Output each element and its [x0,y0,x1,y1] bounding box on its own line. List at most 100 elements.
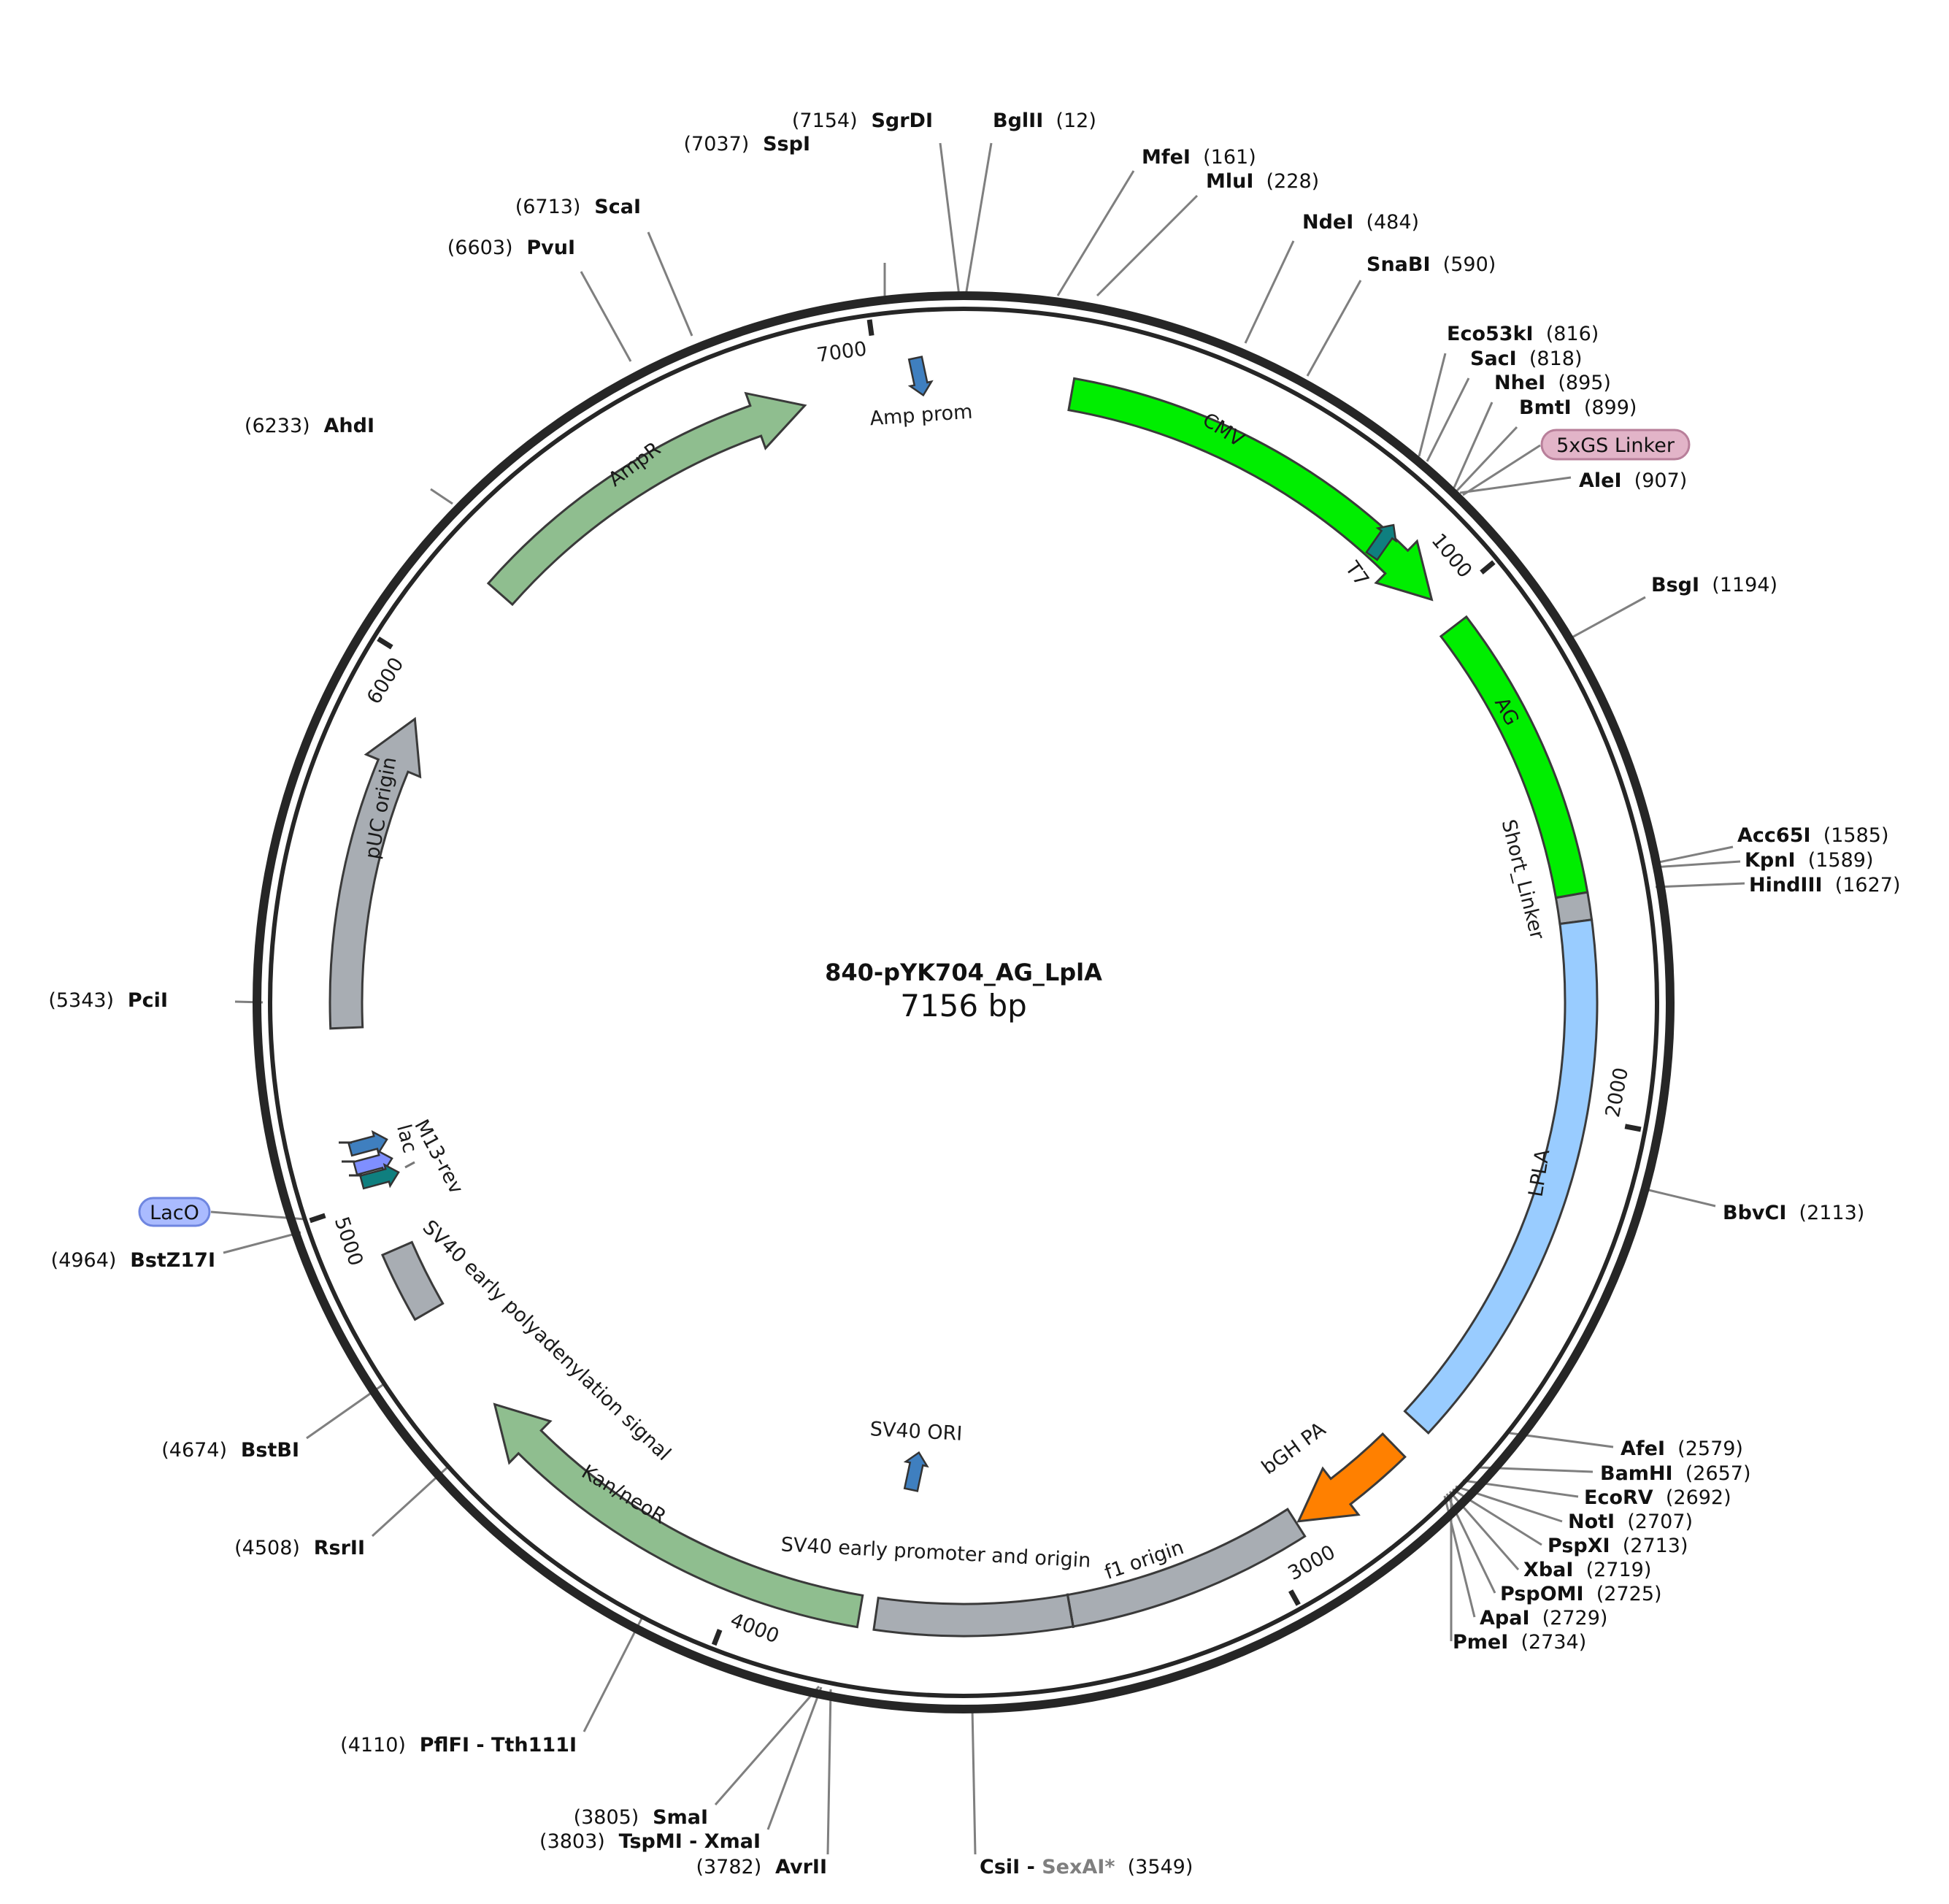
site-bglii[interactable]: BglII (12) [993,110,1096,132]
site-pspomi[interactable]: PspOMI (2725) [1500,1583,1662,1605]
site-bstz17i[interactable]: (4964) BstZ17I [51,1249,215,1272]
feature-sv40-early-promoter-and-origin[interactable] [872,1593,1075,1638]
site-name: HindIII [1749,874,1823,897]
site-pflfi-tth111i[interactable]: (4110) PflFI - Tth111I [340,1734,577,1757]
feature-sv40-early-polyadenylation-signal[interactable] [380,1240,445,1321]
site-position: (5343) [48,989,114,1012]
site-name: ApaI [1480,1607,1530,1629]
plasmid-backbone [253,291,1675,1713]
backbone-outer-ring [253,291,1675,1713]
site-position: (3803) [539,1830,605,1853]
site-xbai[interactable]: XbaI (2719) [1523,1559,1651,1581]
site-pcii[interactable]: (5343) PciI [48,989,168,1012]
site-bsgi[interactable]: BsgI (1194) [1651,574,1777,596]
site-bmti[interactable]: BmtI (899) [1519,396,1637,419]
site-position: (7037) [684,133,750,156]
site-mlui[interactable]: MluI (228) [1206,170,1319,193]
site-bbvci[interactable]: BbvCI (2113) [1723,1202,1864,1224]
site-alei[interactable]: AleI (907) [1579,469,1687,492]
restriction-sites: (7154) SgrDI BglII (12) (7037) SspI MfeI (1… [48,110,1900,1878]
laco-text: LacO [150,1202,199,1224]
small-feature-marker[interactable] [358,1162,401,1192]
site-position: (1627) [1823,874,1901,897]
feature-cmv[interactable] [1067,377,1434,602]
site-pmei[interactable]: PmeI (2734) [1453,1631,1586,1654]
small-feature-shape [903,1451,929,1492]
feature-label-sv40-early-promoter-and-origin: SV40 early promoter and origin [780,1533,1091,1572]
site-position: (4508) [234,1537,300,1559]
site-name: RsrII [300,1537,365,1559]
site-noti[interactable]: NotI (2707) [1568,1510,1693,1533]
site-hindiii[interactable]: HindIII (1627) [1749,874,1901,897]
feature-sv40-early-polyadenylation-signal-arc [380,1240,445,1321]
tick-label-4000: 4000 [727,1609,782,1648]
site-name: BstZ17I [116,1249,215,1272]
site-leader-scai [647,231,693,337]
site-mfei[interactable]: MfeI (161) [1142,146,1256,169]
site-position: (12) [1043,110,1096,132]
feature-puc-origin-arc [328,716,422,1030]
site-nhei[interactable]: NheI (895) [1494,372,1611,394]
site-position: (899) [1572,396,1637,419]
site-name: AleI [1579,469,1622,492]
feature-bgh-pa[interactable] [1296,1432,1407,1523]
site-kpni[interactable]: KpnI (1589) [1745,849,1873,872]
feature-kan-neor[interactable] [493,1402,864,1629]
site-pvui[interactable]: (6603) PvuI [447,237,575,259]
feature-cmv-arc [1067,377,1434,602]
site-tspmi-xmai[interactable]: (3803) TspMI - XmaI [539,1830,761,1853]
feature-puc-origin[interactable] [328,716,422,1030]
site-name: CsiI - [980,1856,1042,1878]
small-feature-sv40-ori[interactable]: SV40 ORI [869,1418,963,1492]
feature-sv40-early-promoter-and-origin-arc [872,1593,1075,1638]
tick-5000 [309,1213,326,1224]
tick-label-7000: 7000 [815,337,868,366]
site-name-extra: SexAI* [1042,1856,1115,1878]
site-ndei[interactable]: NdeI (484) [1302,211,1419,234]
5xgs-linker-label[interactable]: 5xGS Linker [1540,429,1691,461]
site-name: EcoRV [1584,1486,1653,1509]
site-position: (4110) [340,1734,406,1757]
site-position: (6713) [515,196,581,218]
site-bstbi[interactable]: (4674) BstBI [161,1439,299,1462]
site-name: SmaI [639,1806,708,1829]
site-avrii[interactable]: (3782) AvrII [696,1856,827,1878]
feature-ampr-arc [486,391,807,607]
site-leader-acc65i [1651,845,1734,865]
site-sgrdi[interactable]: (7154) SgrDI [792,110,933,132]
site-afei[interactable]: AfeI (2579) [1621,1437,1743,1460]
site-apai[interactable]: ApaI (2729) [1480,1607,1607,1629]
site-sspi[interactable]: (7037) SspI [684,133,810,156]
site-leader-ndei [1244,240,1295,344]
site-name: KpnI [1745,849,1796,872]
site-position: (3549) [1115,1856,1193,1878]
site-name: BsgI [1651,574,1699,596]
site-scai[interactable]: (6713) ScaI [515,196,641,218]
site-pspxi[interactable]: PspXI (2713) [1548,1535,1688,1557]
feature-short-linker[interactable] [1554,891,1594,926]
site-smai[interactable]: (3805) SmaI [574,1806,708,1829]
site-saci[interactable]: SacI (818) [1470,348,1583,370]
feature-ampr[interactable] [486,391,807,607]
feature-short-linker-arc [1554,891,1594,926]
site-eco53ki[interactable]: Eco53kI (816) [1447,323,1599,345]
site-ahdi[interactable]: (6233) AhdI [245,415,374,437]
site-acc65i[interactable]: Acc65I (1585) [1737,824,1888,847]
site-position: (1194) [1699,574,1777,596]
site-leader-smai [714,1686,820,1805]
feature-lpla[interactable] [1403,918,1599,1435]
site-snabi[interactable]: SnaBI (590) [1366,253,1496,276]
site-name: NotI [1568,1510,1615,1533]
site-leader-snabi [1306,280,1362,377]
feature-divider [1066,1593,1075,1629]
site-ecorv[interactable]: EcoRV (2692) [1584,1486,1731,1509]
feature-bgh-pa-arc [1296,1432,1407,1523]
site-rsrii[interactable]: (4508) RsrII [234,1537,365,1559]
laco-label[interactable]: LacO [138,1197,211,1227]
site-bamhi[interactable]: BamHI (2657) [1600,1462,1751,1485]
tick-3000 [1288,1589,1301,1606]
small-feature-amp-prom[interactable]: Amp prom [869,356,974,430]
site-name: NheI [1494,372,1545,394]
site-csii[interactable]: CsiI - SexAI* (3549) [980,1856,1193,1878]
site-position: (2113) [1786,1202,1864,1224]
